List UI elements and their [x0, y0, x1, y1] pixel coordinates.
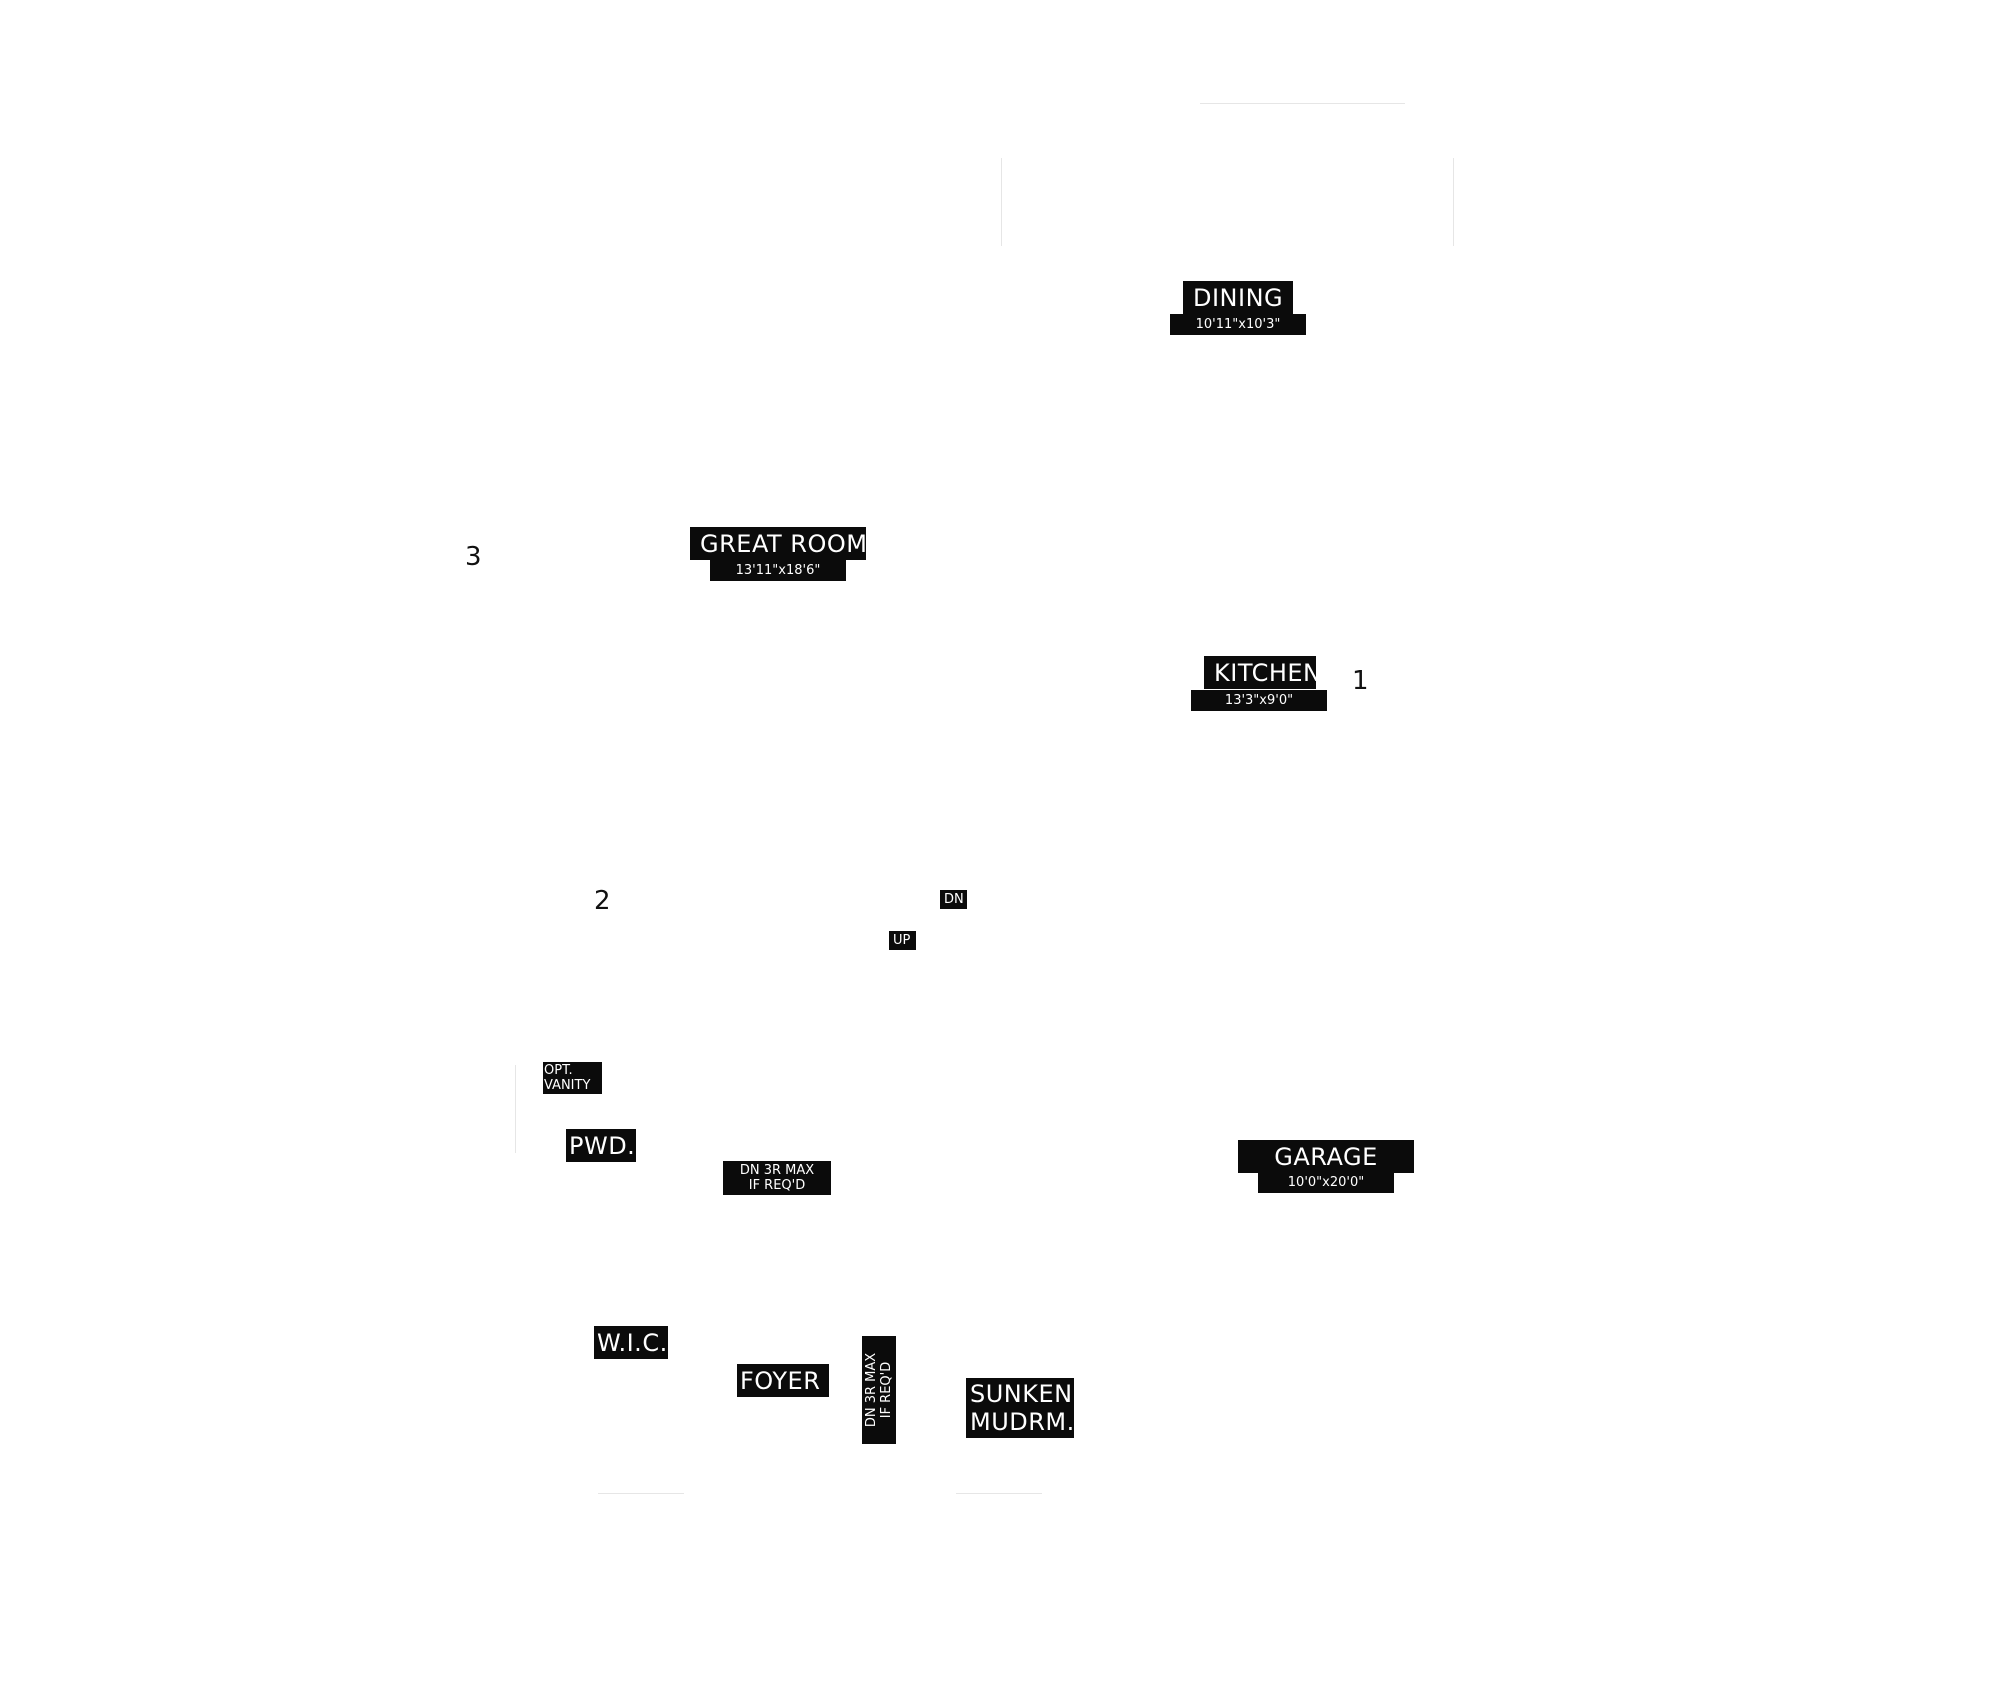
wall-line-bottom-left [598, 1493, 684, 1494]
room-label-garage: GARAGE [1238, 1140, 1414, 1173]
wall-line-left-upper [1001, 158, 1002, 246]
marker-1: 1 [1352, 666, 1369, 696]
room-label-dining: DINING [1183, 281, 1293, 314]
marker-3: 3 [465, 542, 482, 572]
step-note-vertical-line2: IF REQ'D [879, 1361, 894, 1419]
step-note-vertical-line1: DN 3R MAX [864, 1352, 879, 1428]
room-label-wic: W.I.C. [594, 1326, 668, 1359]
step-note-horizontal-line1: DN 3R MAX [739, 1163, 815, 1178]
room-label-sunken: SUNKEN [970, 1380, 1073, 1408]
room-label-great-room: GREAT ROOM [690, 527, 867, 560]
wall-line-top [1200, 103, 1405, 104]
room-label-foyer: FOYER [737, 1364, 829, 1397]
step-note-horizontal: DN 3R MAX IF REQ'D [723, 1161, 831, 1195]
marker-2: 2 [594, 886, 611, 916]
opt-vanity-tag: OPT. VANITY [543, 1062, 602, 1094]
step-note-vertical-text: DN 3R MAX IF REQ'D [864, 1338, 894, 1442]
stair-up-tag: UP [889, 931, 916, 950]
step-note-horizontal-line2: IF REQ'D [748, 1178, 806, 1193]
room-size-garage: 10'0"x20'0" [1258, 1172, 1394, 1193]
room-label-mudroom: MUDRM. [970, 1408, 1075, 1436]
wall-line-bottom-right [956, 1493, 1042, 1494]
opt-vanity-line2: VANITY [544, 1078, 591, 1093]
wall-line-right-upper [1453, 158, 1454, 246]
room-size-kitchen: 13'3"x9'0" [1191, 690, 1327, 711]
wall-line-vanity [515, 1065, 516, 1153]
room-label-powder: PWD. [566, 1129, 636, 1162]
step-note-vertical: DN 3R MAX IF REQ'D [862, 1336, 896, 1444]
stair-down-tag: DN [940, 890, 967, 909]
room-label-kitchen: KITCHEN [1204, 656, 1321, 689]
room-label-sunken-mudroom: SUNKEN MUDRM. [966, 1378, 1074, 1438]
opt-vanity-line1: OPT. [544, 1063, 573, 1078]
room-size-great-room: 13'11"x18'6" [710, 560, 846, 581]
room-size-dining: 10'11"x10'3" [1170, 314, 1306, 335]
